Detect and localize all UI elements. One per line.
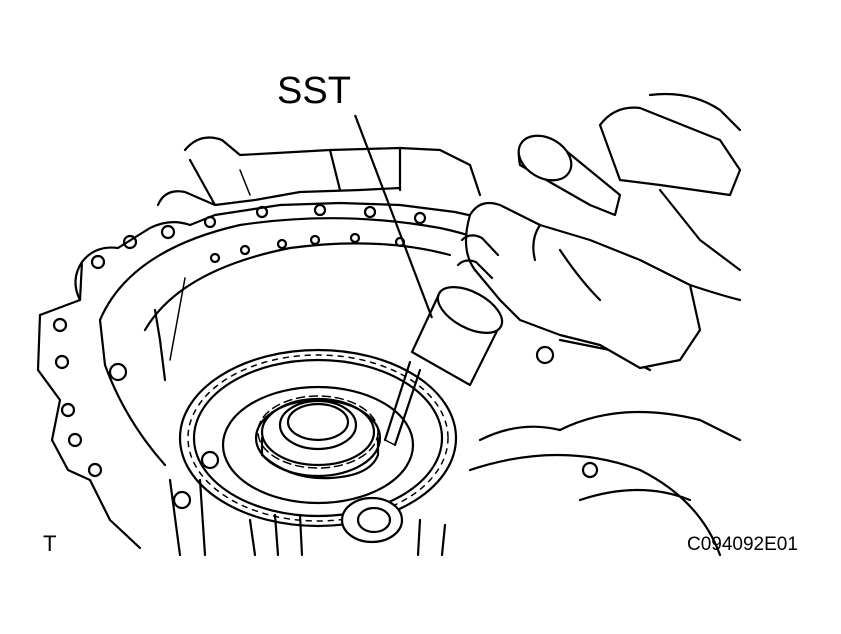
lower-shaft [168, 478, 447, 557]
special-service-tool [383, 286, 504, 447]
hammer [517, 92, 742, 272]
corner-label: T [43, 531, 57, 556]
upper-housing [156, 136, 482, 207]
hand [456, 201, 742, 370]
reference-code: C094092E01 [687, 534, 798, 555]
bolt-holes [52, 203, 427, 510]
ring-gear [178, 348, 458, 528]
sst-leader-line [353, 114, 434, 319]
sst-label: SST [277, 70, 351, 112]
center-hub [254, 395, 382, 480]
